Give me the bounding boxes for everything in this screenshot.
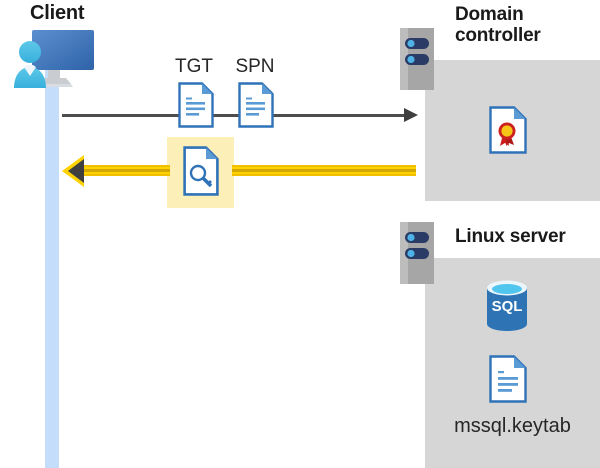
domain-controller-server-icon — [400, 28, 434, 90]
keytab-file-label: mssql.keytab — [454, 415, 571, 437]
service-ticket-key-document-icon — [183, 146, 219, 196]
tgt-document-icon — [178, 82, 214, 128]
sql-label: SQL — [492, 298, 523, 315]
domain-controller-title-line2: controller — [455, 25, 541, 47]
sql-database-icon: SQL — [485, 278, 529, 334]
certificate-document-icon — [489, 106, 527, 154]
request-arrow-head-icon — [404, 108, 418, 122]
response-arrow-segment-left — [76, 165, 170, 176]
spn-label: SPN — [235, 56, 275, 77]
linux-server-title: Linux server — [455, 226, 566, 247]
client-user-monitor-icon — [8, 26, 104, 92]
response-arrow-segment-right — [232, 165, 416, 176]
client-lifeline — [45, 62, 59, 468]
response-arrow-head-icon — [68, 159, 84, 183]
domain-controller-title-line1: Domain — [455, 4, 524, 25]
domain-controller-title: Domain controller — [455, 4, 595, 47]
keytab-document-icon — [489, 355, 527, 403]
spn-document-icon — [238, 82, 274, 128]
client-title: Client — [30, 2, 85, 24]
linux-server-server-icon — [400, 222, 434, 284]
tgt-label: TGT — [175, 56, 213, 77]
request-arrow-line — [62, 114, 414, 117]
